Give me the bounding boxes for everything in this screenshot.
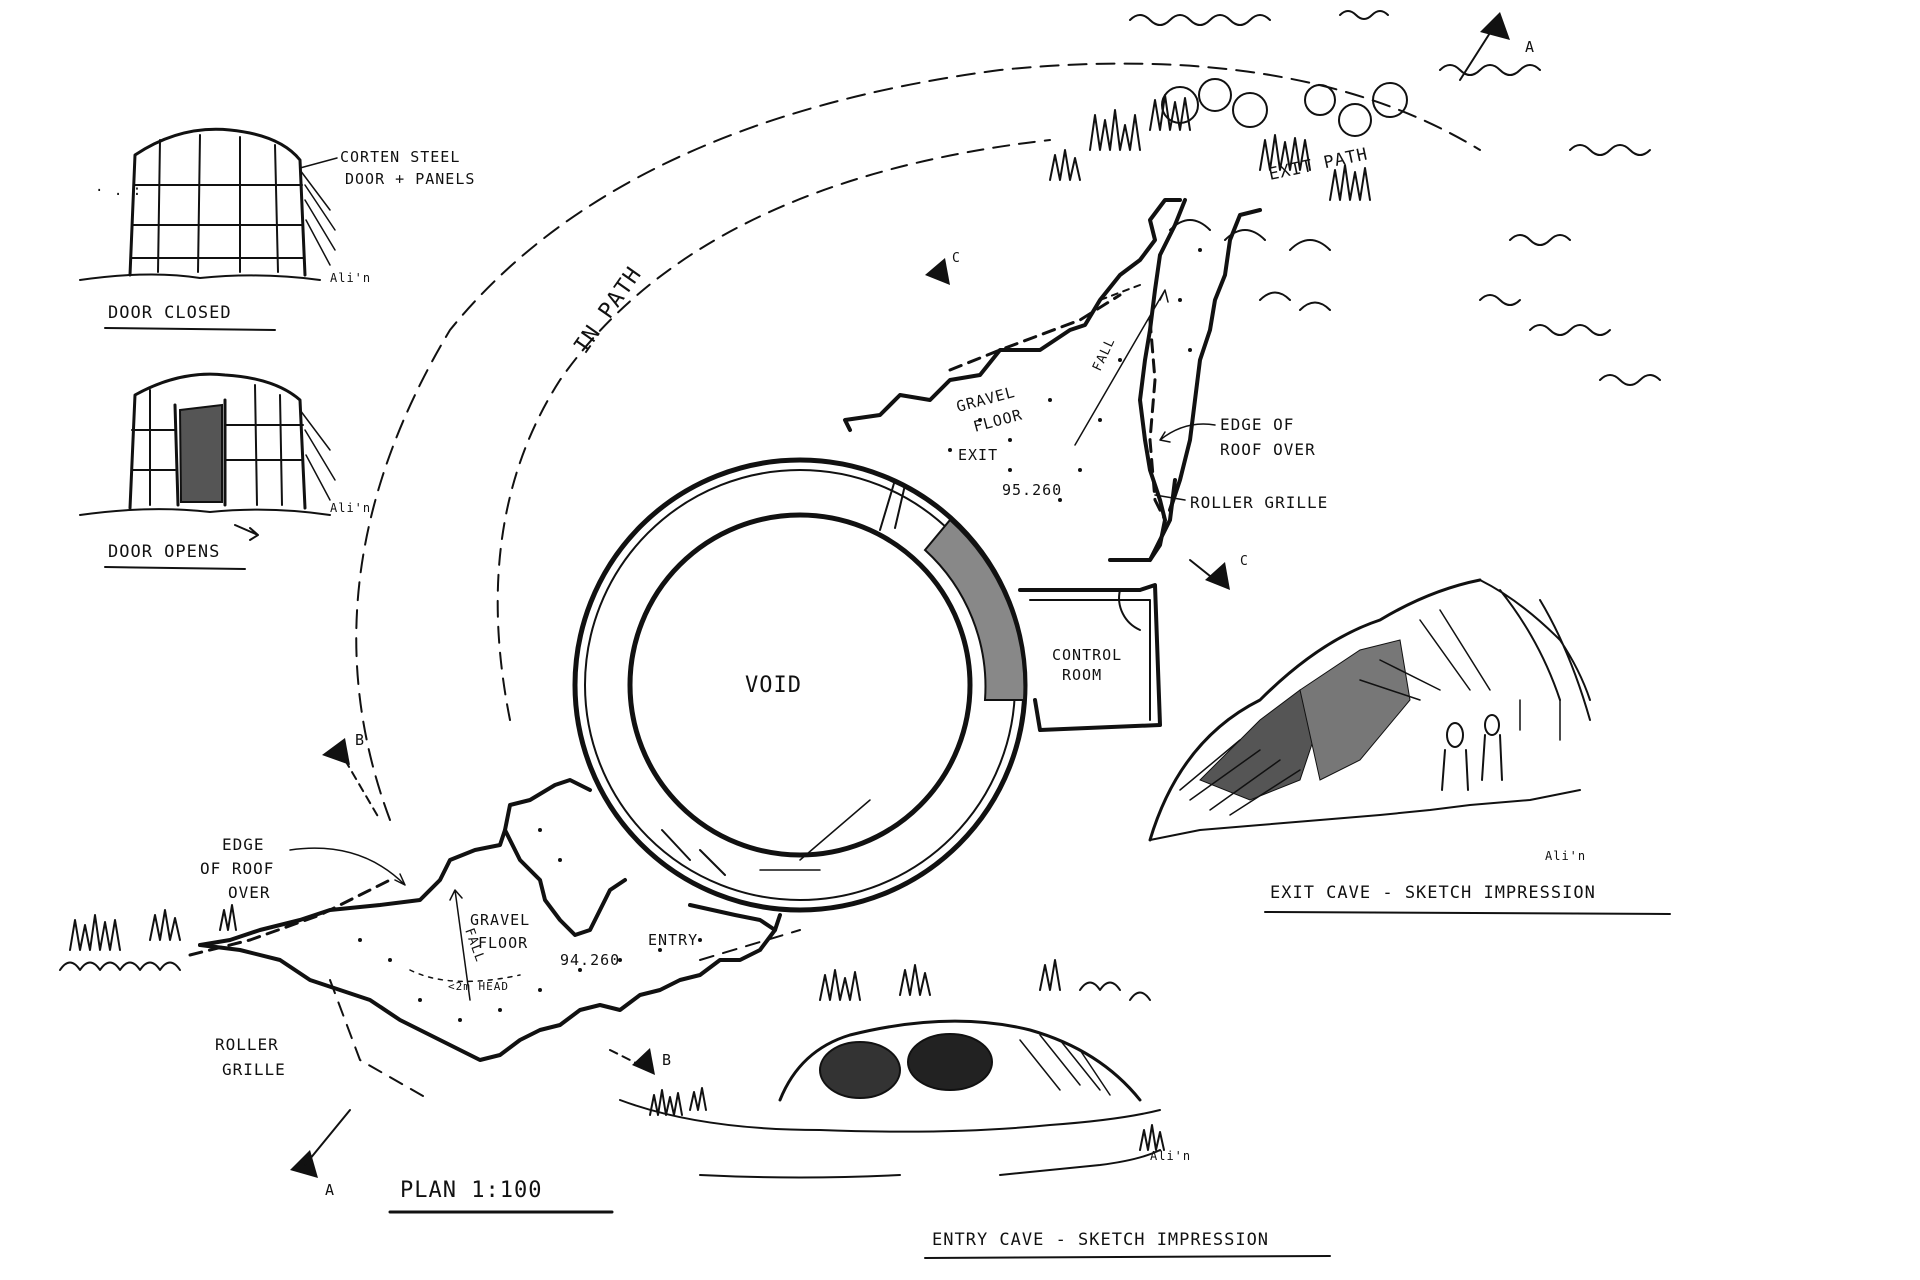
in-path-inner-edge	[496, 139, 1051, 721]
control-room-line2: ROOM	[1062, 666, 1102, 684]
exit-cave-wall-left	[843, 198, 1182, 432]
roller-grille-right-label: ROLLER GRILLE	[1190, 493, 1328, 512]
entry-cave-wall-b	[198, 828, 507, 947]
exit-roof-edge-top	[948, 293, 1122, 372]
control-room-door	[1118, 589, 1141, 631]
roller-grille-right-leader	[1154, 494, 1186, 501]
exit-roof-edge-side	[1148, 318, 1167, 522]
entry-sketch-signature: Ali'n	[1150, 1149, 1191, 1163]
plan-title: PLAN 1:100	[400, 1178, 542, 1203]
edge-roof-left-line2: OF ROOF	[200, 859, 274, 878]
door-closed-caption: DOOR CLOSED	[108, 303, 232, 323]
top-vegetation	[1049, 10, 1661, 386]
head-height-label: <2m HEAD	[448, 980, 509, 993]
exit-cave-sketch	[1148, 578, 1591, 842]
entry-label: ENTRY	[648, 931, 698, 949]
roller-grille-left-line2: GRILLE	[222, 1060, 286, 1079]
entry-cave-sketch	[619, 959, 1165, 1179]
section-marker-a-bottom	[290, 1109, 351, 1178]
entry-threshold	[688, 903, 777, 932]
left-vegetation	[59, 904, 237, 971]
control-room-inner	[1029, 599, 1151, 721]
roller-grille-left-line1: ROLLER	[215, 1035, 279, 1054]
level-top-label: 95.260	[1002, 481, 1062, 499]
void-label: VOID	[745, 673, 802, 698]
section-marker-b-left	[322, 738, 381, 821]
entry-roof-edge	[188, 878, 392, 957]
material-note-line2: DOOR + PANELS	[345, 170, 475, 188]
control-room-line1: CONTROL	[1052, 646, 1122, 664]
door-opens-sketch	[79, 372, 336, 541]
section-marker-a-top	[1459, 12, 1510, 81]
exit-sketch-signature: Ali'n	[1545, 849, 1586, 863]
door-closed-signature: Ali'n	[330, 271, 371, 285]
gravel-floor-bottom-line1: GRAVEL	[470, 911, 530, 929]
level-bottom-label: 94.260	[560, 951, 620, 969]
edge-roof-left-line1: EDGE	[222, 835, 265, 854]
fall-top-label: FALL	[1090, 335, 1119, 373]
entry-cave-wall-c	[198, 913, 782, 1062]
section-marker-b-bottom	[609, 1048, 655, 1075]
void-ramp-hatch	[923, 518, 1026, 701]
exit-cave-joint	[1148, 478, 1177, 562]
entry-grille-line	[329, 929, 801, 1101]
section-c-right-label: C	[1240, 554, 1249, 569]
section-marker-c-right	[1189, 559, 1230, 590]
entry-cave-stipple	[358, 828, 702, 1022]
exit-cave-wall-right-outer	[1168, 208, 1262, 512]
entry-sketch-underline	[924, 1255, 1331, 1259]
door-opens-underline	[104, 566, 246, 570]
entry-cave-wall-a	[503, 778, 627, 937]
fall-top-arrow	[1074, 289, 1169, 446]
material-note-leader	[299, 157, 338, 169]
fall-bottom-arrow	[449, 889, 471, 1001]
edge-roof-right-leader	[1159, 423, 1216, 443]
door-opens-caption: DOOR OPENS	[108, 542, 220, 562]
entry-sketch-caption: ENTRY CAVE - SKETCH IMPRESSION	[932, 1230, 1269, 1250]
section-c-top-label: C	[952, 251, 961, 266]
exit-label: EXIT	[958, 446, 998, 464]
exit-cave-stipple	[948, 248, 1202, 502]
section-a-top-label: A	[1525, 38, 1535, 56]
exit-sketch-caption: EXIT CAVE - SKETCH IMPRESSION	[1270, 883, 1596, 903]
door-closed-sketch: · . :	[79, 127, 336, 281]
in-path-label: IN PATH	[569, 262, 647, 358]
door-opens-signature: Ali'n	[330, 501, 371, 515]
edge-roof-right-line1: EDGE OF	[1220, 415, 1294, 434]
section-b-left-label: B	[355, 731, 365, 749]
section-marker-c-top	[925, 258, 950, 285]
section-b-bottom-label: B	[662, 1051, 672, 1069]
edge-roof-right-line2: ROOF OVER	[1220, 440, 1316, 459]
section-a-bottom-label: A	[325, 1181, 335, 1199]
material-note-line1: CORTEN STEEL	[340, 148, 460, 166]
exit-sketch-underline	[1264, 911, 1671, 915]
edge-roof-left-line3: OVER	[228, 883, 271, 902]
svg-text:· . :: · . :	[95, 183, 142, 199]
exit-grille-marks	[1099, 284, 1141, 301]
edge-roof-left-leader	[289, 847, 406, 886]
head-height-line	[409, 969, 521, 983]
door-closed-underline	[104, 327, 276, 331]
void-structure	[572, 457, 1028, 913]
gravel-floor-bottom-line2: FLOOR	[478, 934, 528, 952]
